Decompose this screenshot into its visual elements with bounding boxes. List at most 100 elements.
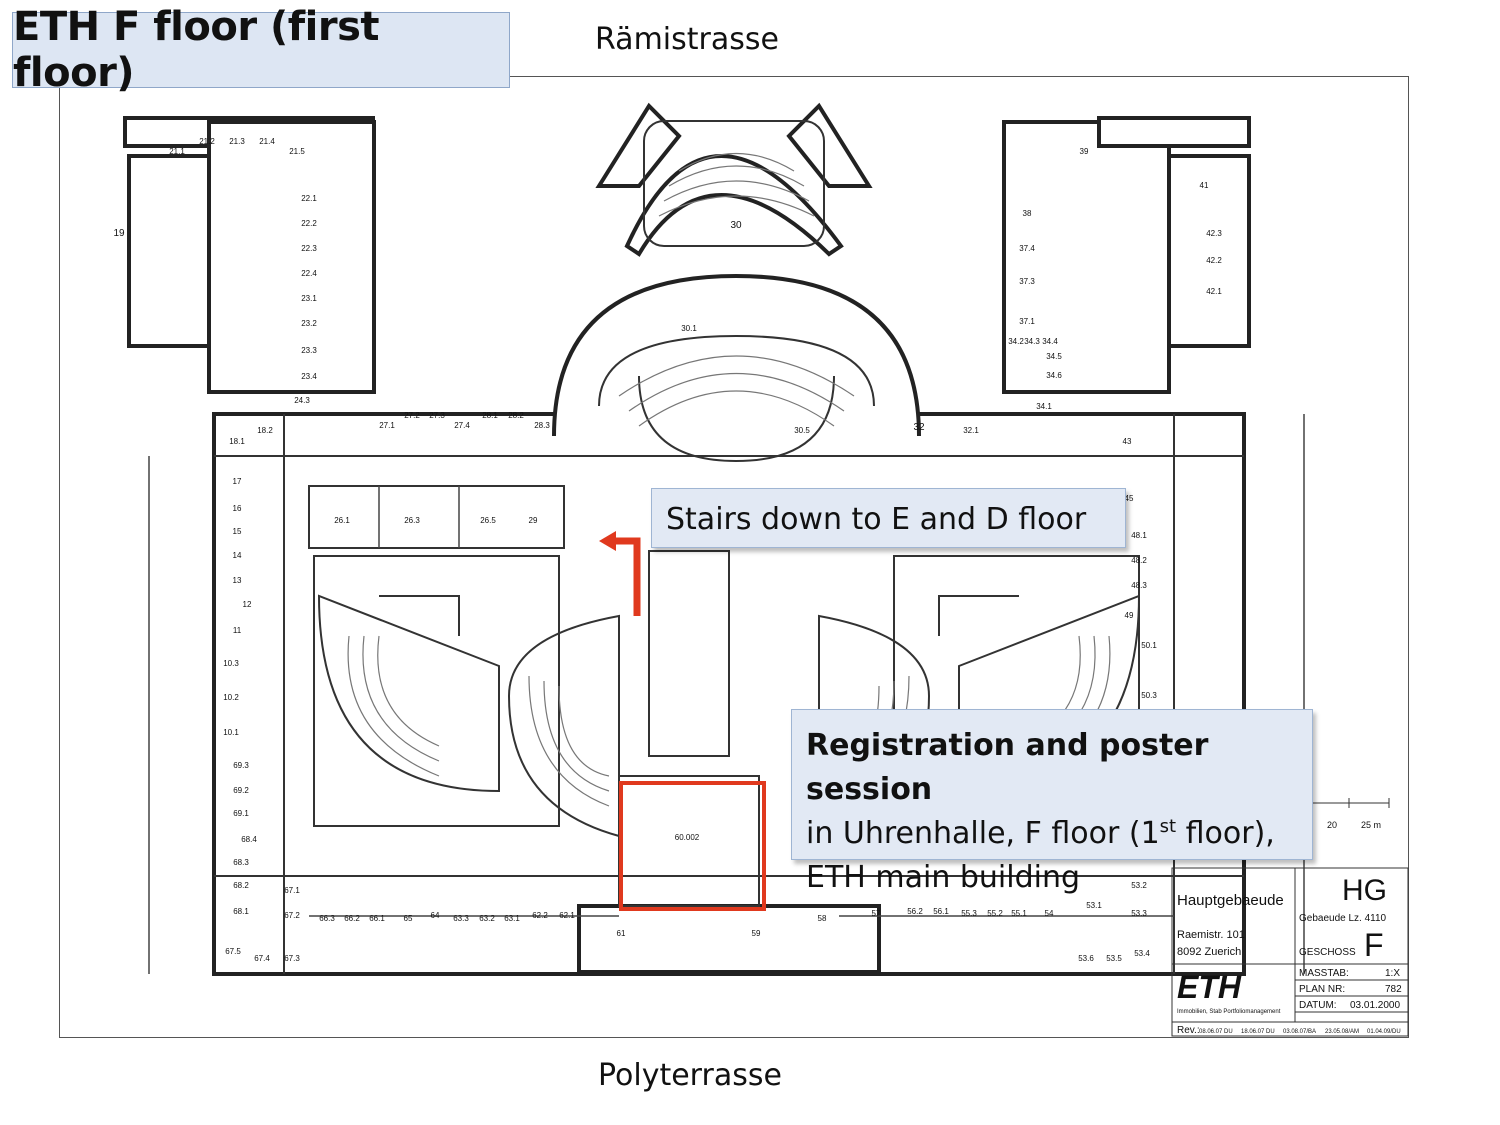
room-label: 28.3	[534, 421, 550, 430]
tb-scale-label: MASSTAB:	[1299, 968, 1349, 979]
room-label: 67.1	[284, 886, 300, 895]
revision-entry: 23.05.08/AM	[1325, 1029, 1359, 1035]
tb-building-no: Gebaeude Lz. 4110	[1299, 913, 1387, 924]
room-label: 56.1	[933, 907, 949, 916]
room-label: 67.4	[254, 954, 270, 963]
room-label: 21.5	[289, 147, 305, 156]
room-label: 18.2	[257, 426, 273, 435]
room-label: 21.1	[169, 147, 185, 156]
registration-heading: Registration and poster session	[806, 728, 1209, 807]
room-label: 56.2	[907, 907, 923, 916]
room-label: 22.4	[301, 269, 317, 278]
street-label-bottom: Polyterrasse	[598, 1058, 782, 1093]
room-label: 61	[617, 929, 626, 938]
room-label: 69.3	[233, 761, 249, 770]
tb-code: HG	[1342, 874, 1387, 907]
room-label: 17	[233, 477, 242, 486]
room-label: 55.3	[961, 909, 977, 918]
room-label: 53.4	[1134, 949, 1150, 958]
room-label: 50.1	[1141, 641, 1157, 650]
room-label: 23.1	[301, 294, 317, 303]
tb-date-label: DATUM:	[1299, 1000, 1337, 1011]
revision-entry: 03.08.07/BA	[1283, 1029, 1316, 1035]
room-label: 27.4	[454, 421, 470, 430]
room-label: 42.1	[1206, 287, 1222, 296]
room-label: 28.2	[508, 411, 524, 420]
room-label: 22.1	[301, 194, 317, 203]
room-label: 67.3	[284, 954, 300, 963]
revision-entry: 18.06.07 DU	[1241, 1029, 1275, 1035]
room-label: 22.2	[301, 219, 317, 228]
room-label: 48.2	[1131, 556, 1147, 565]
room-label: 26.1	[334, 516, 350, 525]
room-label: 11	[233, 626, 242, 635]
room-label: 63.3	[453, 914, 469, 923]
room-label: 58	[818, 914, 827, 923]
tb-floor-label: GESCHOSS	[1299, 947, 1356, 958]
room-dividers	[148, 414, 1305, 974]
room-label: 49	[1125, 611, 1134, 620]
room-label: 21.3	[229, 137, 245, 146]
room-label: 65	[404, 914, 413, 923]
room-label: 37.1	[1019, 317, 1035, 326]
room-label: 21.4	[259, 137, 275, 146]
room-label: 34.1	[1036, 402, 1052, 411]
room-label: 59	[752, 929, 761, 938]
registration-line2: ETH main building	[806, 860, 1081, 895]
room-label: 30.5	[794, 426, 810, 435]
room-label: 16	[233, 504, 242, 513]
room-label: 63.1	[504, 914, 520, 923]
room-label: 10.3	[223, 659, 239, 668]
room-label: 62.1	[559, 911, 575, 920]
tb-rev-label: Rev.:	[1177, 1025, 1200, 1036]
stairs-callout: Stairs down to E and D floor	[651, 488, 1126, 548]
room-label: 24.3	[294, 396, 310, 405]
registration-line1: in Uhrenhalle, F floor (1st floor),	[806, 816, 1275, 851]
room-label: 42.3	[1206, 229, 1222, 238]
room-label: 30.1	[681, 324, 697, 333]
room-label: 53.6	[1078, 954, 1094, 963]
room-label: 13	[233, 576, 242, 585]
room-label: 10.1	[223, 728, 239, 737]
room-label: 48.1	[1131, 531, 1147, 540]
map-title: ETH F floor (first floor)	[12, 4, 510, 96]
room-label: 32	[913, 422, 925, 433]
room-label: 14	[233, 551, 242, 560]
scale-label-20: 20	[1327, 820, 1337, 830]
scale-label-25m: 25 m	[1361, 820, 1381, 830]
room-label: 39	[1080, 147, 1089, 156]
room-label: 67.2	[284, 911, 300, 920]
room-label: 27.2	[404, 411, 420, 420]
room-label: 67.5	[225, 947, 241, 956]
room-label: 37.4	[1019, 244, 1035, 253]
room-label: 45	[1125, 494, 1134, 503]
room-label: 68.3	[233, 858, 249, 867]
room-label: 42.2	[1206, 256, 1222, 265]
room-label: 54	[1045, 909, 1054, 918]
room-label: 23.2	[301, 319, 317, 328]
room-label: 68.1	[233, 907, 249, 916]
room-label: 66.2	[344, 914, 360, 923]
room-label: 34.4	[1042, 337, 1058, 346]
interior-walls	[214, 120, 1244, 974]
room-label: 15	[233, 527, 242, 536]
street-label-top: Rämistrasse	[595, 22, 779, 57]
room-label: 27.1	[379, 421, 395, 430]
room-label: 41	[1200, 181, 1209, 190]
registration-highlight	[619, 781, 766, 911]
room-label: 53.5	[1106, 954, 1122, 963]
room-label: 32.1	[963, 426, 979, 435]
tb-scale: 1:X	[1385, 968, 1400, 979]
tb-building: Hauptgebaeude	[1177, 892, 1284, 909]
room-label: 60.002	[675, 833, 700, 842]
tb-plan-label: PLAN NR:	[1299, 984, 1345, 995]
room-label: 53.2	[1131, 881, 1147, 890]
room-label: 34.6	[1046, 371, 1062, 380]
room-label: 48.3	[1131, 581, 1147, 590]
room-label: 69.1	[233, 809, 249, 818]
room-label: 19	[113, 228, 125, 239]
eth-logo: ETH	[1177, 969, 1242, 1005]
room-label: 64	[431, 911, 440, 920]
